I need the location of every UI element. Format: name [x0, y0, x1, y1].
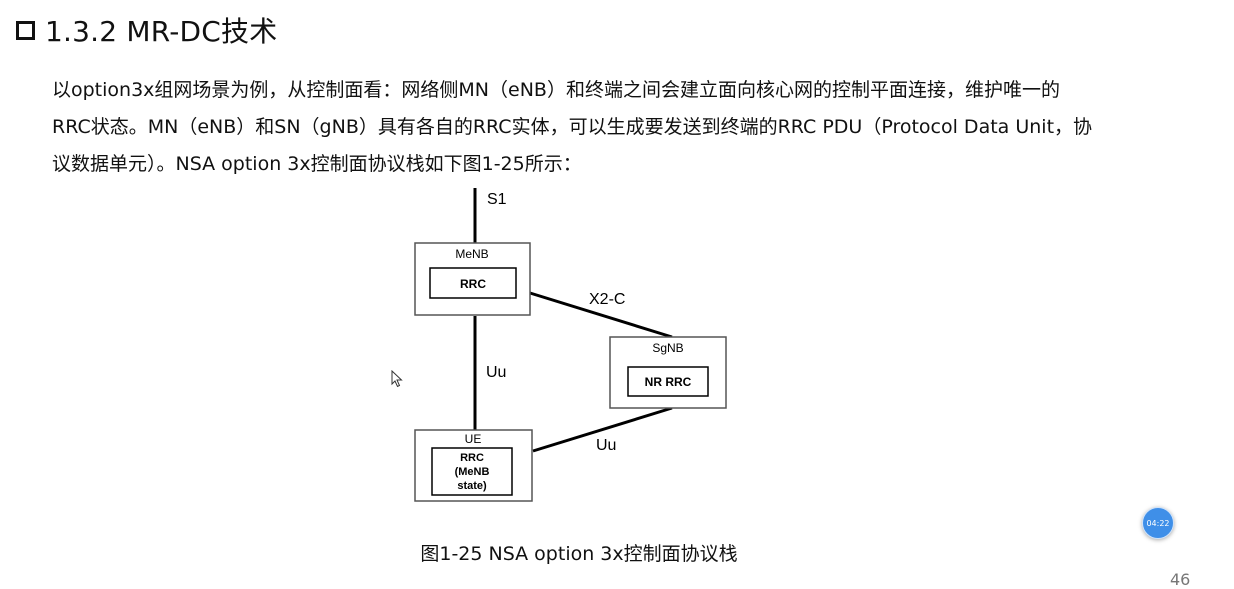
sgnb-title: SgNB — [652, 341, 683, 355]
section-heading: 1.3.2 MR-DC技术 — [16, 10, 277, 50]
ue-rrc-line-3: state) — [457, 480, 487, 492]
uu-link-sgnb-ue — [532, 406, 673, 453]
menb-title: MeNB — [455, 247, 488, 261]
timer-badge[interactable]: 04:22 — [1142, 507, 1174, 539]
mouse-pointer-icon — [391, 370, 403, 388]
ue-rrc-line-2: (MeNB — [455, 466, 490, 478]
square-bullet-icon — [16, 20, 35, 40]
uu-label-left: Uu — [486, 364, 506, 381]
ue-rrc-box — [431, 447, 513, 496]
sgnb-nr-rrc-box — [627, 366, 709, 397]
paragraph-line-1: 以option3x组网场景为例，从控制面看：网络侧MN（eNB）和终端之间会建立… — [52, 79, 1060, 101]
menb-rrc-box — [429, 267, 517, 299]
menb-rrc-label: RRC — [460, 277, 486, 291]
ue-title: UE — [465, 432, 482, 446]
body-paragraph: 以option3x组网场景为例，从控制面看：网络侧MN（eNB）和终端之间会建立… — [52, 72, 1224, 183]
uu-label-right: Uu — [596, 437, 616, 454]
x2c-label: X2-C — [589, 291, 625, 308]
figure-caption: 图1-25 NSA option 3x控制面协议栈 — [0, 539, 1234, 566]
heading-title: 1.3.2 MR-DC技术 — [45, 15, 278, 48]
caption-text: 图1-25 NSA option 3x控制面协议栈 — [420, 543, 738, 565]
s1-label: S1 — [487, 191, 507, 208]
paragraph-line-2: RRC状态。MN（eNB）和SN（gNB）具有各自的RRC实体，可以生成要发送到… — [52, 116, 1093, 138]
sgnb-nr-rrc-label: NR RRC — [645, 375, 692, 389]
ue-rrc-line-1: RRC — [460, 452, 484, 464]
x2c-link — [529, 291, 673, 339]
paragraph-line-3: 议数据单元）。NSA option 3x控制面协议栈如下图1-25所示： — [52, 153, 582, 175]
